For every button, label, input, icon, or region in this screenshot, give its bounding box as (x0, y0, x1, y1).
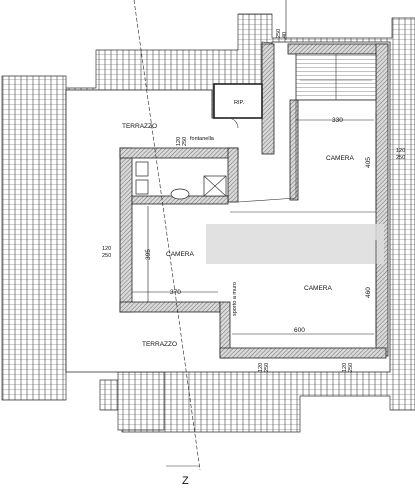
sporto-label: sporto a muro (232, 282, 238, 316)
dim-right-b: 250 (396, 155, 405, 161)
dim-bottom2-a: 120 (342, 363, 348, 372)
fontanella-label: fontanella (190, 136, 215, 142)
dim-395: 395 (145, 249, 152, 260)
dim-right-a: 120 (396, 148, 405, 154)
dim-left-b: 250 (102, 253, 111, 259)
north-mark: Z (166, 465, 200, 487)
camera-center-label: CAMERA (304, 285, 332, 292)
dim-bottom-b: 250 (264, 363, 270, 372)
dimension-lines (132, 0, 377, 471)
stair (295, 53, 377, 101)
dim-fontanella-a: 120 (176, 137, 182, 146)
redacted-area (206, 224, 384, 264)
dim-bottom2-b: 250 (348, 363, 354, 372)
dim-fontanella-b: 250 (182, 137, 188, 146)
dim-top-a: 40 (282, 32, 288, 38)
dim-330: 330 (332, 117, 343, 124)
bathroom-fixtures (135, 161, 227, 200)
dim-top-b: 250 (276, 29, 282, 38)
dim-460: 460 (365, 287, 372, 298)
rip-room (213, 83, 263, 119)
walls (119, 43, 389, 359)
dim-bottom-a: 120 (258, 363, 264, 372)
dim-405: 405 (365, 157, 372, 168)
terrazzo-bottom-label: TERRAZZO (142, 341, 177, 348)
dim-600: 600 (294, 327, 305, 334)
rip-label: RIP. (234, 100, 244, 106)
terrazzo-top-label: TERRAZZO (122, 123, 157, 130)
camera-left-label: CAMERA (166, 251, 194, 258)
diagonal-wall (237, 100, 297, 203)
dim-370: 370 (170, 289, 181, 296)
camera-right-label: CAMERA (326, 155, 354, 162)
dim-left-a: 120 (102, 246, 111, 252)
north-label: Z (182, 475, 189, 487)
